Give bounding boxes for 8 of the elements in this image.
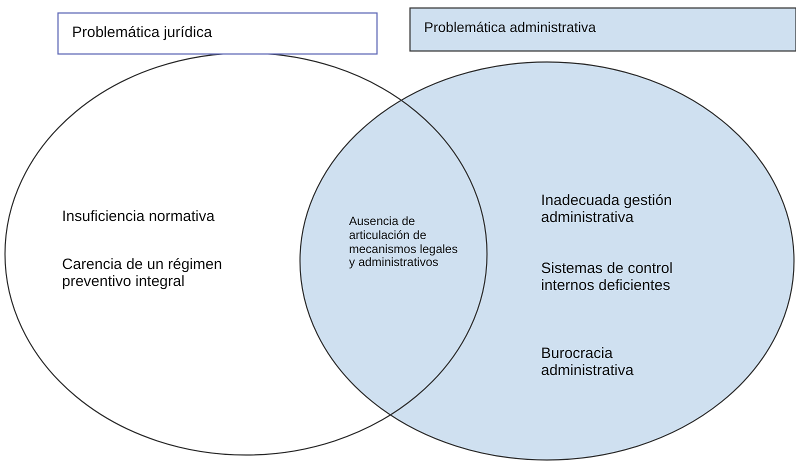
overlap-text: Ausencia de articulación de mecanismos legales y administrativos [349,215,459,270]
item-text: Inadecuada gestión administrativa [541,192,673,226]
item-text: Burocracia administrativa [541,345,635,380]
heading-text: Problemática administrativa [424,19,597,36]
heading-text: Problemática jurídica [72,24,214,42]
item-text: Sistemas de control internos deficientes [541,260,674,294]
item-text: Carencia de un régimen preventivo integral [62,256,224,290]
item-text: Insuficiencia normativa [62,208,216,226]
